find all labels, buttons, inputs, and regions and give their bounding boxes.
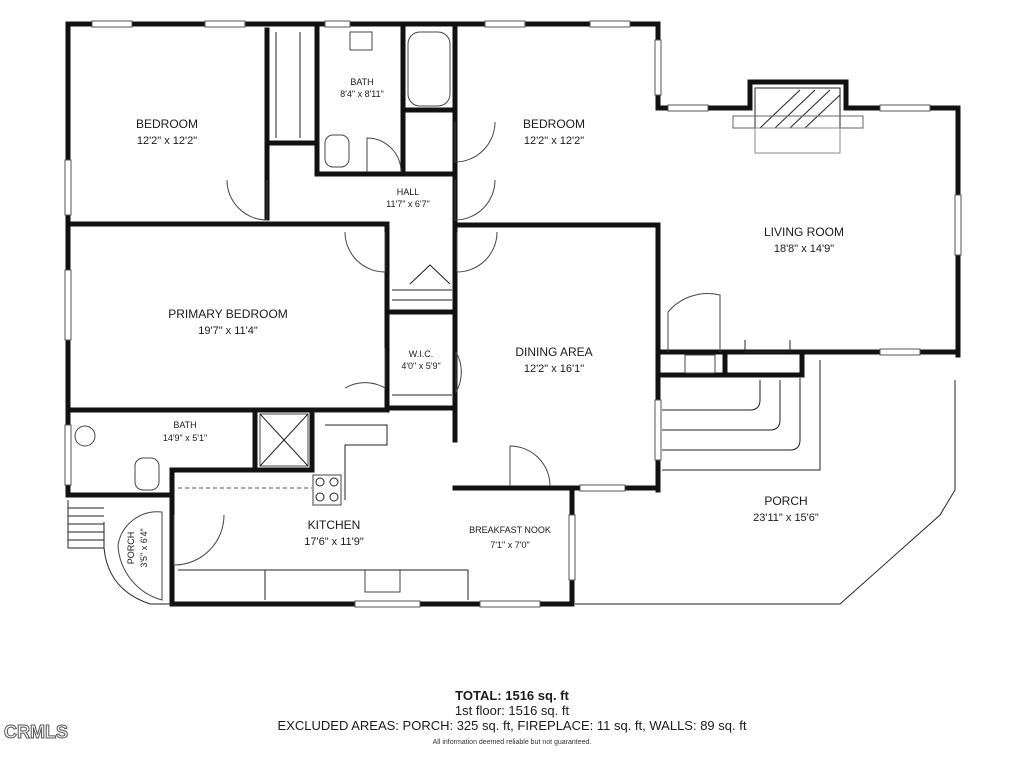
floor-area: 1st floor: 1516 sq. ft [454, 703, 570, 718]
excluded-areas: EXCLUDED AREAS: PORCH: 325 sq. ft, FIREP… [277, 718, 747, 733]
room-name: PORCH [764, 494, 807, 508]
area-summary: TOTAL: 1516 sq. ft 1st floor: 1516 sq. f… [0, 688, 1024, 750]
porch-outline [67, 340, 956, 605]
crmls-watermark: CRMLS [4, 722, 69, 743]
room-wic: W.I.C. 4'0" x 5'9" [401, 349, 440, 371]
room-kitchen: KITCHEN 17'6" x 11'9" [304, 518, 364, 548]
room-name: BEDROOM [136, 117, 198, 131]
floor-plan: BEDROOM 12'2" x 12'2" BATH 8'4" x 8'11" … [64, 20, 962, 608]
room-dims: 3'5" x 6'4" [139, 528, 149, 567]
room-dims: 12'2" x 16'1" [524, 363, 584, 375]
room-name: PORCH [126, 532, 136, 565]
room-name: W.I.C. [409, 349, 434, 359]
room-bedroom-2: BEDROOM 12'2" x 12'2" [523, 117, 585, 147]
disclaimer: All information deemed reliable but not … [432, 739, 592, 746]
room-primary-bedroom: PRIMARY BEDROOM 19'7" x 11'4" [168, 307, 288, 337]
room-dims: 17'6" x 11'9" [304, 536, 364, 548]
room-name: PRIMARY BEDROOM [168, 307, 288, 321]
room-porch-main: PORCH 23'11" x 15'6" [753, 494, 819, 524]
room-porch-side: PORCH 3'5" x 6'4" [126, 528, 149, 567]
room-bath-2: BATH 14'9" x 5'1" [163, 420, 207, 443]
room-dims: 19'7" x 11'4" [198, 325, 258, 337]
room-dims: 8'4" x 8'11" [340, 89, 384, 99]
room-name: DINING AREA [515, 345, 592, 359]
room-dims: 12'2" x 12'2" [137, 135, 197, 147]
room-name: BREAKFAST NOOK [469, 525, 551, 535]
fireplace [732, 87, 864, 154]
room-bedroom-1: BEDROOM 12'2" x 12'2" [136, 117, 198, 147]
room-name: HALL [397, 187, 420, 197]
room-name: LIVING ROOM [764, 225, 844, 239]
room-dims: 11'7" x 6'7" [386, 199, 430, 209]
room-hall: HALL 11'7" x 6'7" [386, 187, 430, 209]
room-dining-area: DINING AREA 12'2" x 16'1" [515, 345, 592, 375]
room-dims: 4'0" x 5'9" [401, 361, 440, 371]
fixtures [74, 31, 469, 600]
room-name: BEDROOM [523, 117, 585, 131]
room-living-room: LIVING ROOM 18'8" x 14'9" [764, 225, 844, 255]
room-dims: 18'8" x 14'9" [774, 243, 834, 255]
room-breakfast-nook: BREAKFAST NOOK 7'1" x 7'0" [469, 525, 551, 550]
room-bath-1: BATH 8'4" x 8'11" [340, 77, 384, 99]
room-dims: 14'9" x 5'1" [163, 433, 207, 443]
doors [117, 121, 721, 601]
room-name: KITCHEN [308, 518, 361, 532]
windows [64, 20, 962, 608]
room-dims: 12'2" x 12'2" [524, 135, 584, 147]
room-dims: 7'1" x 7'0" [490, 540, 529, 550]
room-dims: 23'11" x 15'6" [753, 512, 819, 524]
room-name: BATH [173, 420, 196, 430]
total-area: TOTAL: 1516 sq. ft [455, 688, 569, 703]
room-name: BATH [350, 77, 373, 87]
